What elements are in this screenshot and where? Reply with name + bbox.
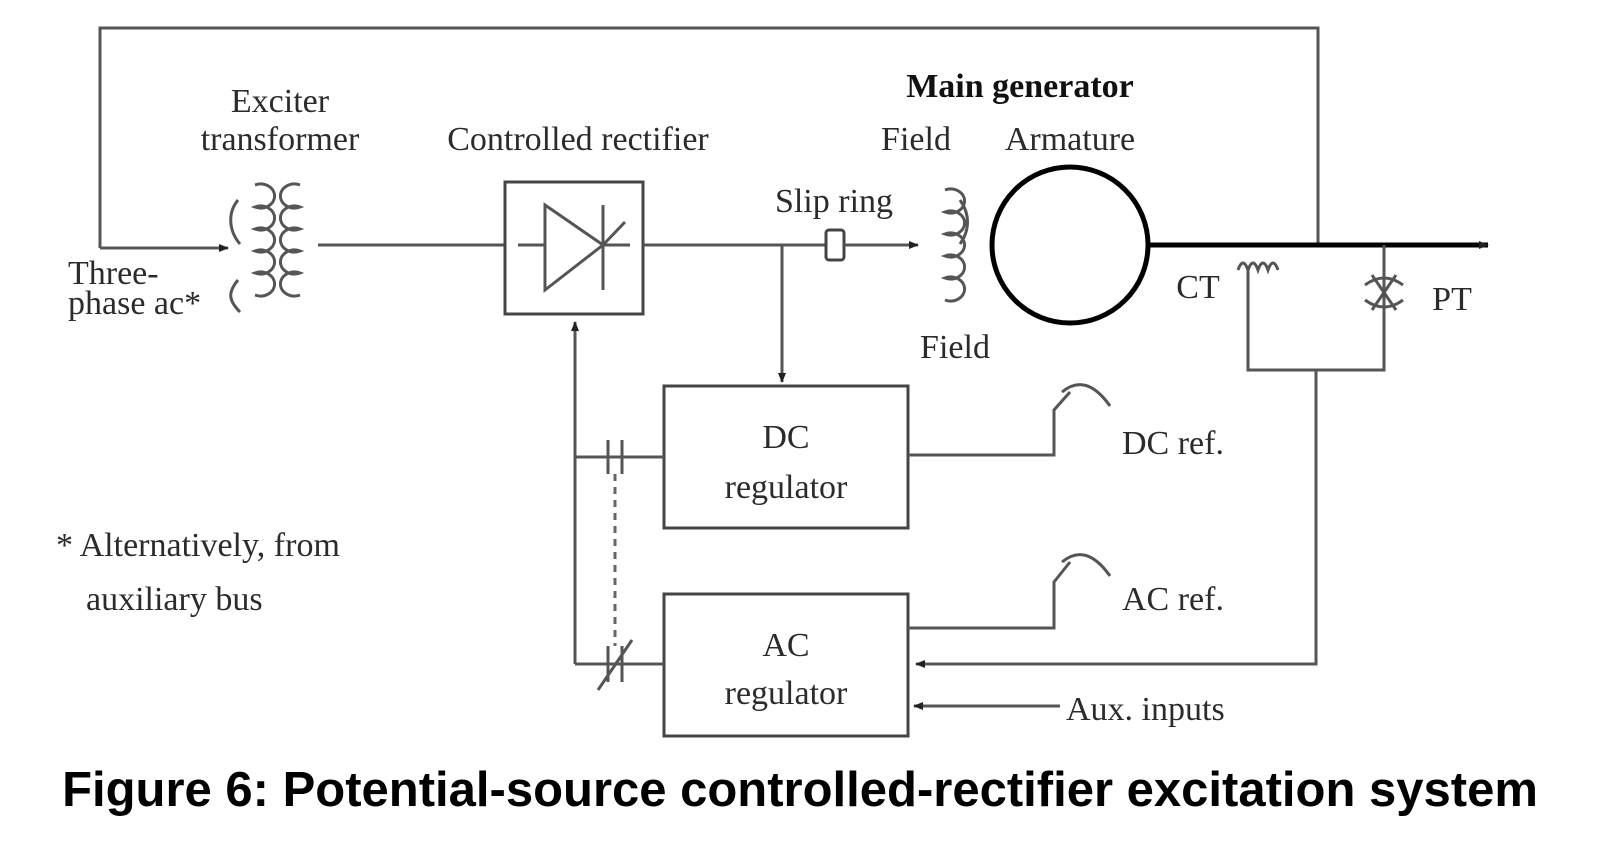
three-phase-label: Three- xyxy=(68,255,159,292)
ac-regulator-label: AC xyxy=(762,627,809,664)
footnote-label: * Alternatively, from xyxy=(56,527,340,564)
slip-ring-symbol xyxy=(824,228,846,262)
top-loop-wire xyxy=(98,26,1320,248)
ac-regulator-box xyxy=(662,592,910,738)
field-label-top: Field xyxy=(881,121,951,158)
exciter-transformer-label: Exciter xyxy=(231,83,330,120)
ct-pt-bracket xyxy=(1246,355,1386,372)
footnote-label-2: auxiliary bus xyxy=(86,581,263,618)
field-label-bottom: Field xyxy=(920,329,990,366)
ac-ref-pot-icon xyxy=(1061,553,1112,577)
three-phase-label-2: phase ac* xyxy=(68,285,201,322)
ac-switch-contact xyxy=(596,639,634,691)
aux-inputs-label: Aux. inputs xyxy=(1066,691,1225,728)
field-winding-symbol xyxy=(940,187,969,303)
main-generator-label: Main generator xyxy=(906,68,1134,105)
dc-ref-pot-icon xyxy=(1061,383,1112,407)
dc-switch-contact xyxy=(606,440,624,474)
controlled-rectifier-box xyxy=(503,180,645,316)
controlled-rectifier-label: Controlled rectifier xyxy=(447,121,709,158)
ac-feedback-wire xyxy=(915,370,1318,668)
dc-regulator-label: DC xyxy=(762,419,809,456)
armature-label: Armature xyxy=(1005,121,1135,158)
dc-regulator-box xyxy=(662,384,910,530)
pt-label: PT xyxy=(1432,281,1472,318)
exciter-transformer-symbol xyxy=(229,182,305,314)
ac-ref-label: AC ref. xyxy=(1122,581,1224,618)
figure-caption: Figure 6: Potential-source controlled-re… xyxy=(62,763,1538,817)
dc-ref-label: DC ref. xyxy=(1122,425,1224,462)
ac-ref-wire xyxy=(908,561,1072,630)
armature-symbol xyxy=(989,164,1151,326)
dc-ref-wire xyxy=(908,391,1072,457)
ac-regulator-label-2: regulator xyxy=(725,675,848,712)
exciter-transformer-label-2: transformer xyxy=(201,121,360,158)
pt-symbol xyxy=(1364,245,1404,360)
thyristor-symbol xyxy=(518,202,630,294)
slip-ring-label: Slip ring xyxy=(775,183,893,220)
ct-label: CT xyxy=(1176,269,1220,306)
dc-regulator-label-2: regulator xyxy=(725,469,848,506)
ct-symbol xyxy=(1236,261,1280,355)
